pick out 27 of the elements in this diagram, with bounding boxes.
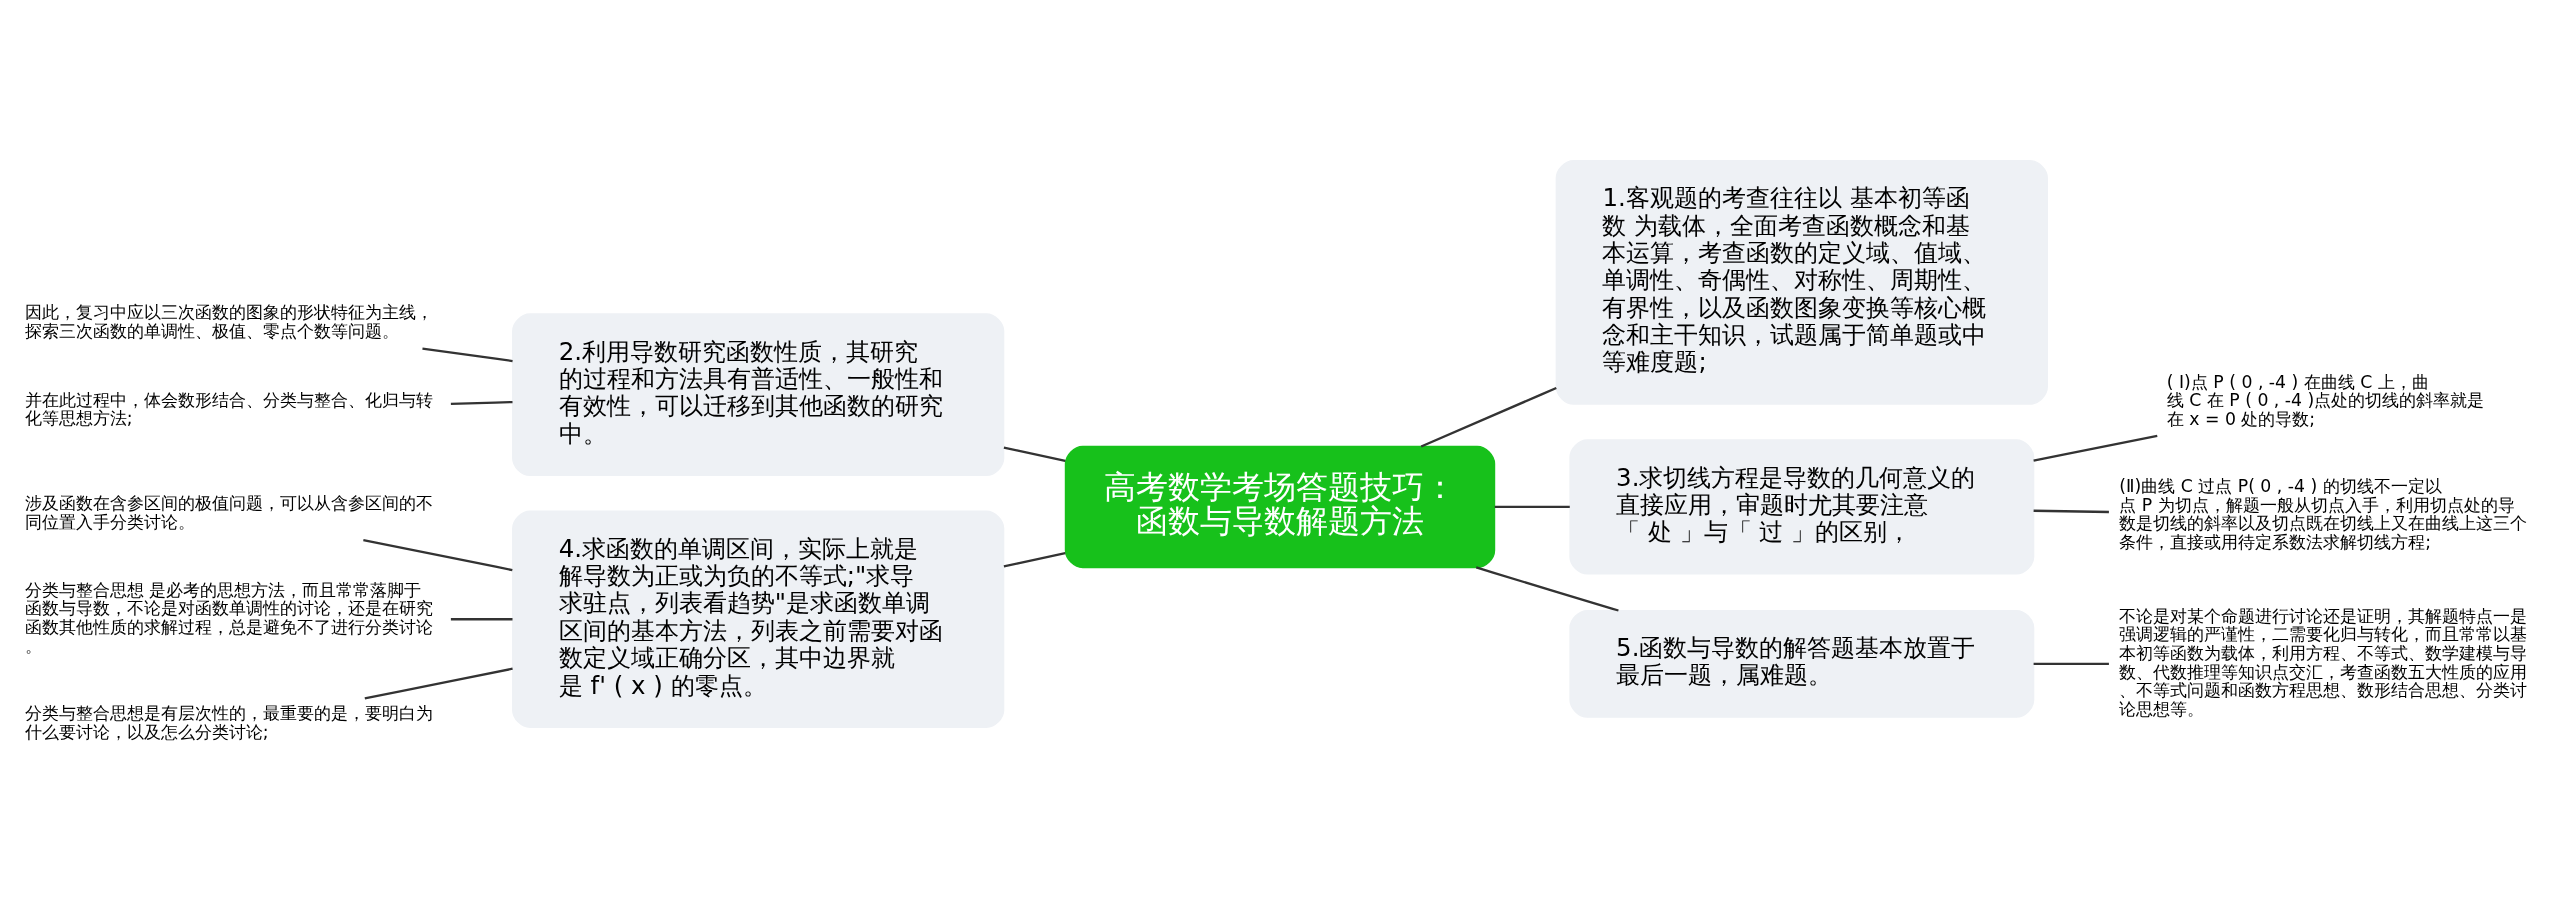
node-box: 1.客观题的考查往往以 基本初等函数 为载体，全面考查函数概念和基本运算，考查函数的定义域、值域、单调性、奇偶性、对称性、周期性、有界性，以及函数图象变换等核心概念和主干知识，试题属于简单题或中等难度题; [1555,159,2048,405]
node-text: 涉及函数在含参区间的极值问题，可以从含参区间的不同位置入手分类讨论。 [24,492,433,532]
node-text: 分类与整合思想 是必考的思想方法，而且常常落脚于函数与导数，不论是对函数单调性的讨论，还是在研究函数其他性质的求解过程，总是避免不了进行分类讨论。 [24,579,433,656]
node-box: 2.利用导数研究函数性质，其研究的过程和方法具有普适性、一般性和有效性，可以迁移到其他函数的研究中。 [512,312,1005,476]
connector [422,347,513,362]
node-box: 高考数学考场答题技巧：函数与导数解题方法 [1064,445,1496,568]
connector [1420,386,1557,448]
node-text: 并在此过程中，体会数形结合、分类与整合、化归与转化等思想方法; [24,389,433,428]
connector [363,538,513,571]
connector [2033,509,2109,513]
node-text: 不论是对某个命题进行讨论还是证明，其解题特点一是强调逻辑的严谨性，二需要化归与转化，而且常常以基本初等函数为载体，利用方程、不等式、数学建模与导数、代数推理等知识点交汇，考查函数五大性质的应用、不等式问题和函数方程思想、数形结合思想、分类讨论思想等。 [2119,605,2528,719]
node-box: 4.求函数的单调区间，实际上就是解导数为正或为负的不等式;"求导求驻点，列表看趋势"是求函数单调区间的基本方法，列表之前需要对函数定义域正确分区，其中边界就是 f' ( x ) 的零点。 [512,510,1005,728]
node-box: 3.求切线方程是导数的几何意义的直接应用，审题时尤其要注意「 处 」与「 过 」的区别， [1569,438,2035,575]
connector [1003,445,1066,462]
node-text: (Ⅱ)曲线 C 过点 P( 0 , -4 ) 的切线不一定以点 P 为切点，解题一般从切点入手，利用切点处的导数是切线的斜率以及切点既在切线上又在曲线上这三个条件，直接或用待定系数法求解切线方程; [2119,475,2528,552]
connector [1494,505,1570,508]
node-text: ( Ⅰ)点 P ( 0 , -4 ) 在曲线 C 上，曲线 C 在 P ( 0 , -4 )点处的切线的斜率就是在 x = 0 处的导数; [2166,371,2485,429]
connector [450,400,513,405]
node-box: 5.函数与导数的解答题基本放置于最后一题，属难题。 [1569,609,2035,718]
connector [2033,434,2158,462]
connector [450,617,513,620]
node-text: 分类与整合思想是有层次性的，最重要的是，要明白为什么要讨论，以及怎么分类讨论; [24,702,433,742]
connector [1475,565,1619,612]
node-text: 因此，复习中应以三次函数的图象的形状特征为主线，探索三次函数的单调性、极值、零点个数等问题。 [24,301,433,341]
connector [2033,662,2109,665]
connector [364,667,513,699]
connector [1003,551,1066,567]
